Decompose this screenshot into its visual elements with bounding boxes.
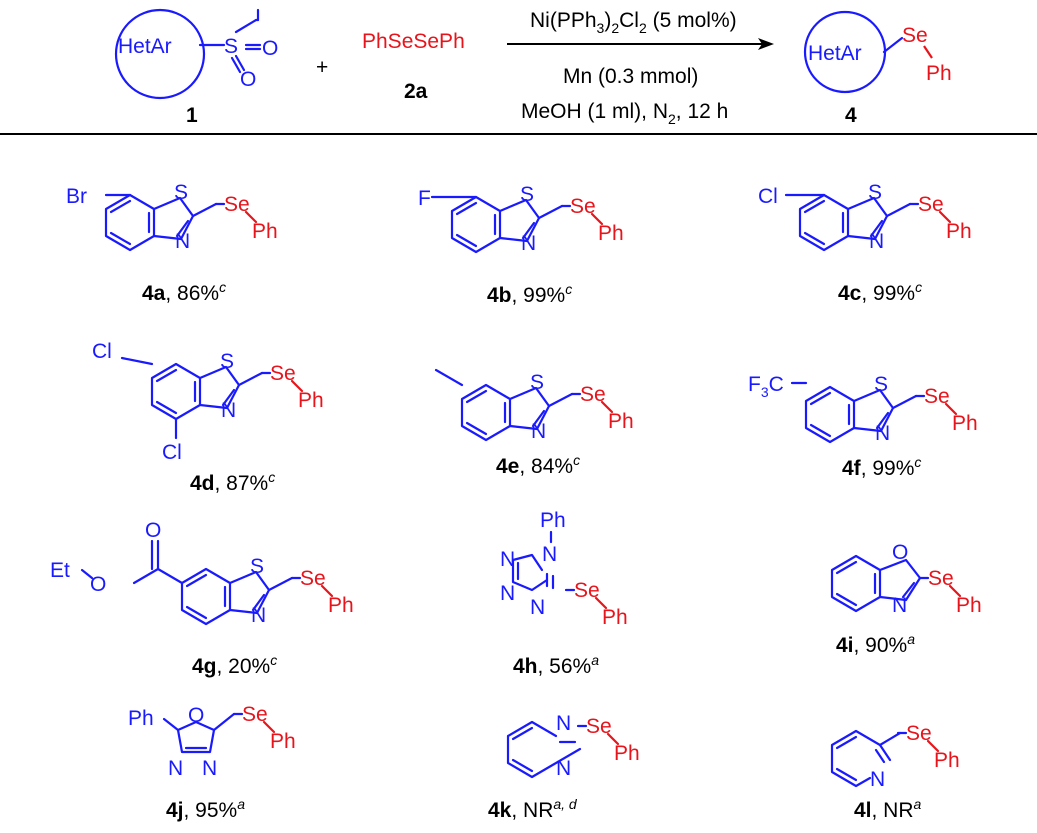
compound-4a: Br 4a, 86%c <box>66 179 279 305</box>
svg-text:N: N <box>500 548 515 571</box>
compound-4k: N N 4k, NRa, d <box>488 712 641 822</box>
compound-4e: 4e, 84%c <box>434 368 635 478</box>
hetar-label-reactant: HetAr <box>118 35 172 58</box>
compound-4j: Ph O N N 4j, 95%a <box>128 701 297 822</box>
hetar-ring-reactant <box>114 8 206 100</box>
scheme-header: HetAr S O O 1 + PhSeSePh 2a Ni(PPh3)2Cl2… <box>114 8 952 127</box>
hetar-label-product: HetAr <box>808 42 862 65</box>
product-ph: Ph <box>926 62 952 85</box>
plus-sign: + <box>316 56 328 79</box>
sulfonyl-s: S <box>224 35 238 58</box>
sulfonyl-o1: O <box>262 37 278 60</box>
svg-text:O: O <box>188 704 204 727</box>
svg-text:Cl: Cl <box>92 340 112 363</box>
arrowhead <box>758 38 774 50</box>
label-4k: 4k, NRa, d <box>488 796 578 822</box>
product-se: Se <box>902 24 928 47</box>
compound-4i: O N 4i, 90%a <box>830 541 983 657</box>
svg-text:O: O <box>145 519 161 542</box>
compound-4b: F 4b, 99%c <box>418 181 625 307</box>
svg-text:N: N <box>530 596 545 619</box>
svg-text:Ph: Ph <box>128 707 154 730</box>
compound-4d: Cl Cl 4d, 87%c <box>92 340 325 495</box>
svg-text:N: N <box>892 594 907 617</box>
svg-text:N: N <box>542 543 557 566</box>
svg-text:F: F <box>418 187 431 210</box>
sulfonyl-o2: O <box>240 68 256 91</box>
label-4b: 4b, 99%c <box>487 281 572 307</box>
label-4c: 4c, 99%c <box>838 279 922 305</box>
svg-text:N: N <box>556 712 571 735</box>
svg-text:Cl: Cl <box>162 441 182 464</box>
label-4f: 4f, 99%c <box>842 454 921 480</box>
label-4d: 4d, 87%c <box>190 469 275 495</box>
svg-text:N: N <box>556 757 571 780</box>
reagent-diphenyl-diselenide: PhSeSePh <box>362 30 465 53</box>
compound-4f: F3C 4f, 99%c <box>748 371 979 480</box>
svg-text:N: N <box>202 757 217 780</box>
label-4a: 4a, 86%c <box>142 279 226 305</box>
svg-text:Cl: Cl <box>758 185 778 208</box>
product-number: 4 <box>845 104 857 127</box>
svg-text:F3C: F3C <box>748 373 784 400</box>
compound-4h: N N N N Ph 4h, 56%a <box>500 509 629 678</box>
svg-text:O: O <box>90 573 106 596</box>
svg-text:N: N <box>500 582 515 605</box>
reactant-number: 1 <box>186 104 198 127</box>
svg-text:N: N <box>870 768 885 791</box>
condition-catalyst: Ni(PPh3)2Cl2 (5 mol%) <box>530 9 737 36</box>
svg-text:Br: Br <box>66 185 87 208</box>
label-4g: 4g, 20%c <box>192 652 277 678</box>
label-4i: 4i, 90%a <box>836 631 915 657</box>
label-4e: 4e, 84%c <box>496 452 580 478</box>
compound-4c: Cl 4c, 99%c <box>758 179 973 305</box>
condition-reductant: Mn (0.3 mmol) <box>563 65 698 88</box>
label-4j: 4j, 95%a <box>166 796 245 822</box>
compound-4l: N 4l, NRa <box>830 720 961 822</box>
svg-text:Ph: Ph <box>540 509 566 532</box>
svg-text:Et: Et <box>50 559 70 582</box>
svg-text:O: O <box>892 541 908 564</box>
label-4l: 4l, NRa <box>854 796 922 822</box>
compound-4g: O O Et 4g, 20%c <box>50 519 355 678</box>
label-4h: 4h, 56%a <box>513 652 599 678</box>
reagent-number: 2a <box>404 80 428 103</box>
svg-text:N: N <box>168 757 183 780</box>
condition-solvent: MeOH (1 ml), N2, 12 h <box>521 100 728 127</box>
